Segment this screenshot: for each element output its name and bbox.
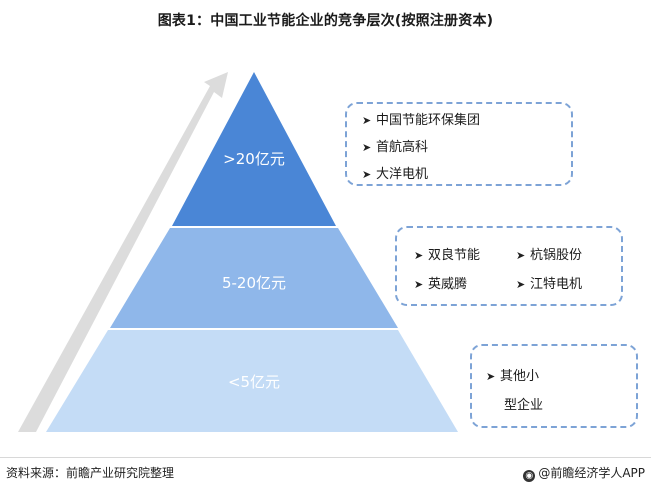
arrow-bullet-icon: ➤ bbox=[362, 141, 372, 154]
list-item: ➤首航高科 bbox=[362, 140, 429, 155]
arrow-bullet-icon: ➤ bbox=[486, 370, 496, 383]
pyramid-tier-bottom bbox=[46, 330, 458, 432]
growth-arrow bbox=[18, 72, 228, 432]
arrow-bullet-icon: ➤ bbox=[414, 278, 424, 291]
arrow-bullet-icon: ➤ bbox=[516, 249, 526, 262]
arrow-bullet-icon: ➤ bbox=[362, 114, 372, 127]
tier-label-top: >20亿元 bbox=[223, 150, 285, 168]
list-item: ➤其他小 bbox=[486, 369, 540, 384]
arrow-bullet-icon: ➤ bbox=[516, 278, 526, 291]
pyramid-tier-top bbox=[172, 72, 336, 226]
list-item: ➤江特电机 bbox=[516, 277, 583, 292]
middle-tier-company-box bbox=[395, 226, 623, 306]
list-item-continuation: 型企业 bbox=[504, 398, 544, 413]
list-item: ➤双良节能 bbox=[414, 248, 481, 263]
pyramid-tier-middle bbox=[110, 228, 398, 328]
bottom-tier-company-box bbox=[470, 344, 638, 428]
arrow-bullet-icon: ➤ bbox=[414, 249, 424, 262]
footer-divider bbox=[0, 457, 651, 458]
list-item: ➤中国节能环保集团 bbox=[362, 113, 481, 128]
brand-credit: ◉@前瞻经济学人APP bbox=[523, 464, 645, 482]
list-item: ➤大洋电机 bbox=[362, 167, 429, 182]
tier-label-middle: 5-20亿元 bbox=[222, 274, 286, 292]
list-item: ➤杭锅股份 bbox=[516, 248, 583, 263]
source-note: 资料来源：前瞻产业研究院整理 bbox=[6, 466, 175, 480]
tier-label-bottom: <5亿元 bbox=[228, 373, 280, 391]
top-tier-company-box bbox=[345, 102, 573, 186]
figure-title: 图表1：中国工业节能企业的竞争层次(按照注册资本) bbox=[157, 13, 494, 29]
list-item: ➤英威腾 bbox=[414, 277, 468, 292]
circle-logo-icon: ◉ bbox=[523, 470, 536, 482]
arrow-bullet-icon: ➤ bbox=[362, 168, 372, 181]
